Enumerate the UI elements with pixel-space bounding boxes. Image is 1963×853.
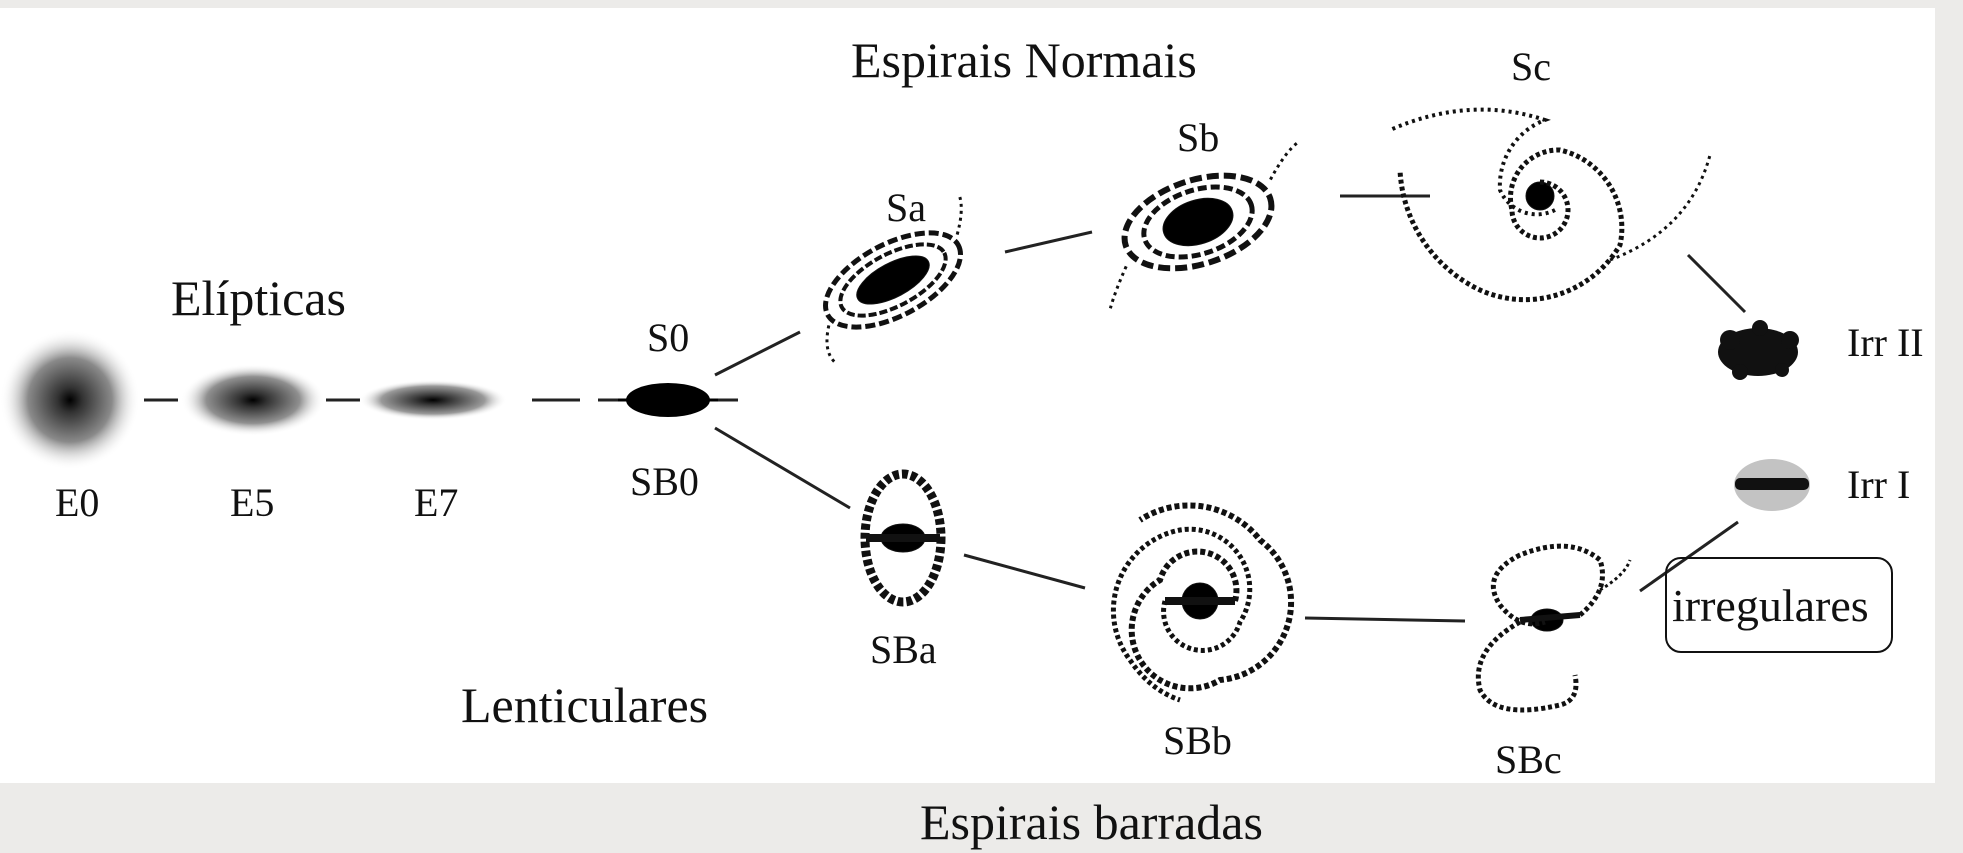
type-label-irr1: Irr I xyxy=(1847,465,1910,505)
galaxy-sc xyxy=(1390,110,1710,300)
galaxy-irr1 xyxy=(1734,459,1810,511)
type-label-sbb: SBb xyxy=(1163,721,1232,761)
type-label-e0: E0 xyxy=(55,483,99,523)
group-label-espirais-normais: Espirais Normais xyxy=(851,35,1197,85)
galaxy-sbb xyxy=(1113,505,1291,700)
galaxy-e0 xyxy=(0,330,140,470)
galaxy-sb xyxy=(1079,142,1329,308)
type-label-sa: Sa xyxy=(886,188,926,228)
galaxy-sbc xyxy=(1478,546,1630,710)
galaxy-e7 xyxy=(359,380,507,420)
galaxy-irr2 xyxy=(1718,320,1799,380)
galaxy-sba xyxy=(865,474,941,602)
type-label-sc: Sc xyxy=(1511,47,1551,87)
galaxy-s0 xyxy=(618,383,718,417)
group-label-irregulares: irregulares xyxy=(1672,583,1869,629)
type-label-e7: E7 xyxy=(414,483,458,523)
group-label-elipticas: Elípticas xyxy=(171,273,346,323)
type-label-sbc: SBc xyxy=(1495,740,1562,780)
type-label-irr2: Irr II xyxy=(1847,323,1924,363)
group-label-espirais-barradas: Espirais barradas xyxy=(920,797,1263,847)
group-label-lenticulares: Lenticulares xyxy=(461,680,708,730)
type-label-s0: S0 xyxy=(647,318,689,358)
type-label-sb0: SB0 xyxy=(630,462,699,502)
type-label-e5: E5 xyxy=(230,483,274,523)
type-label-sb: Sb xyxy=(1177,118,1219,158)
type-label-sba: SBa xyxy=(870,630,937,670)
galaxy-e5 xyxy=(181,364,325,436)
